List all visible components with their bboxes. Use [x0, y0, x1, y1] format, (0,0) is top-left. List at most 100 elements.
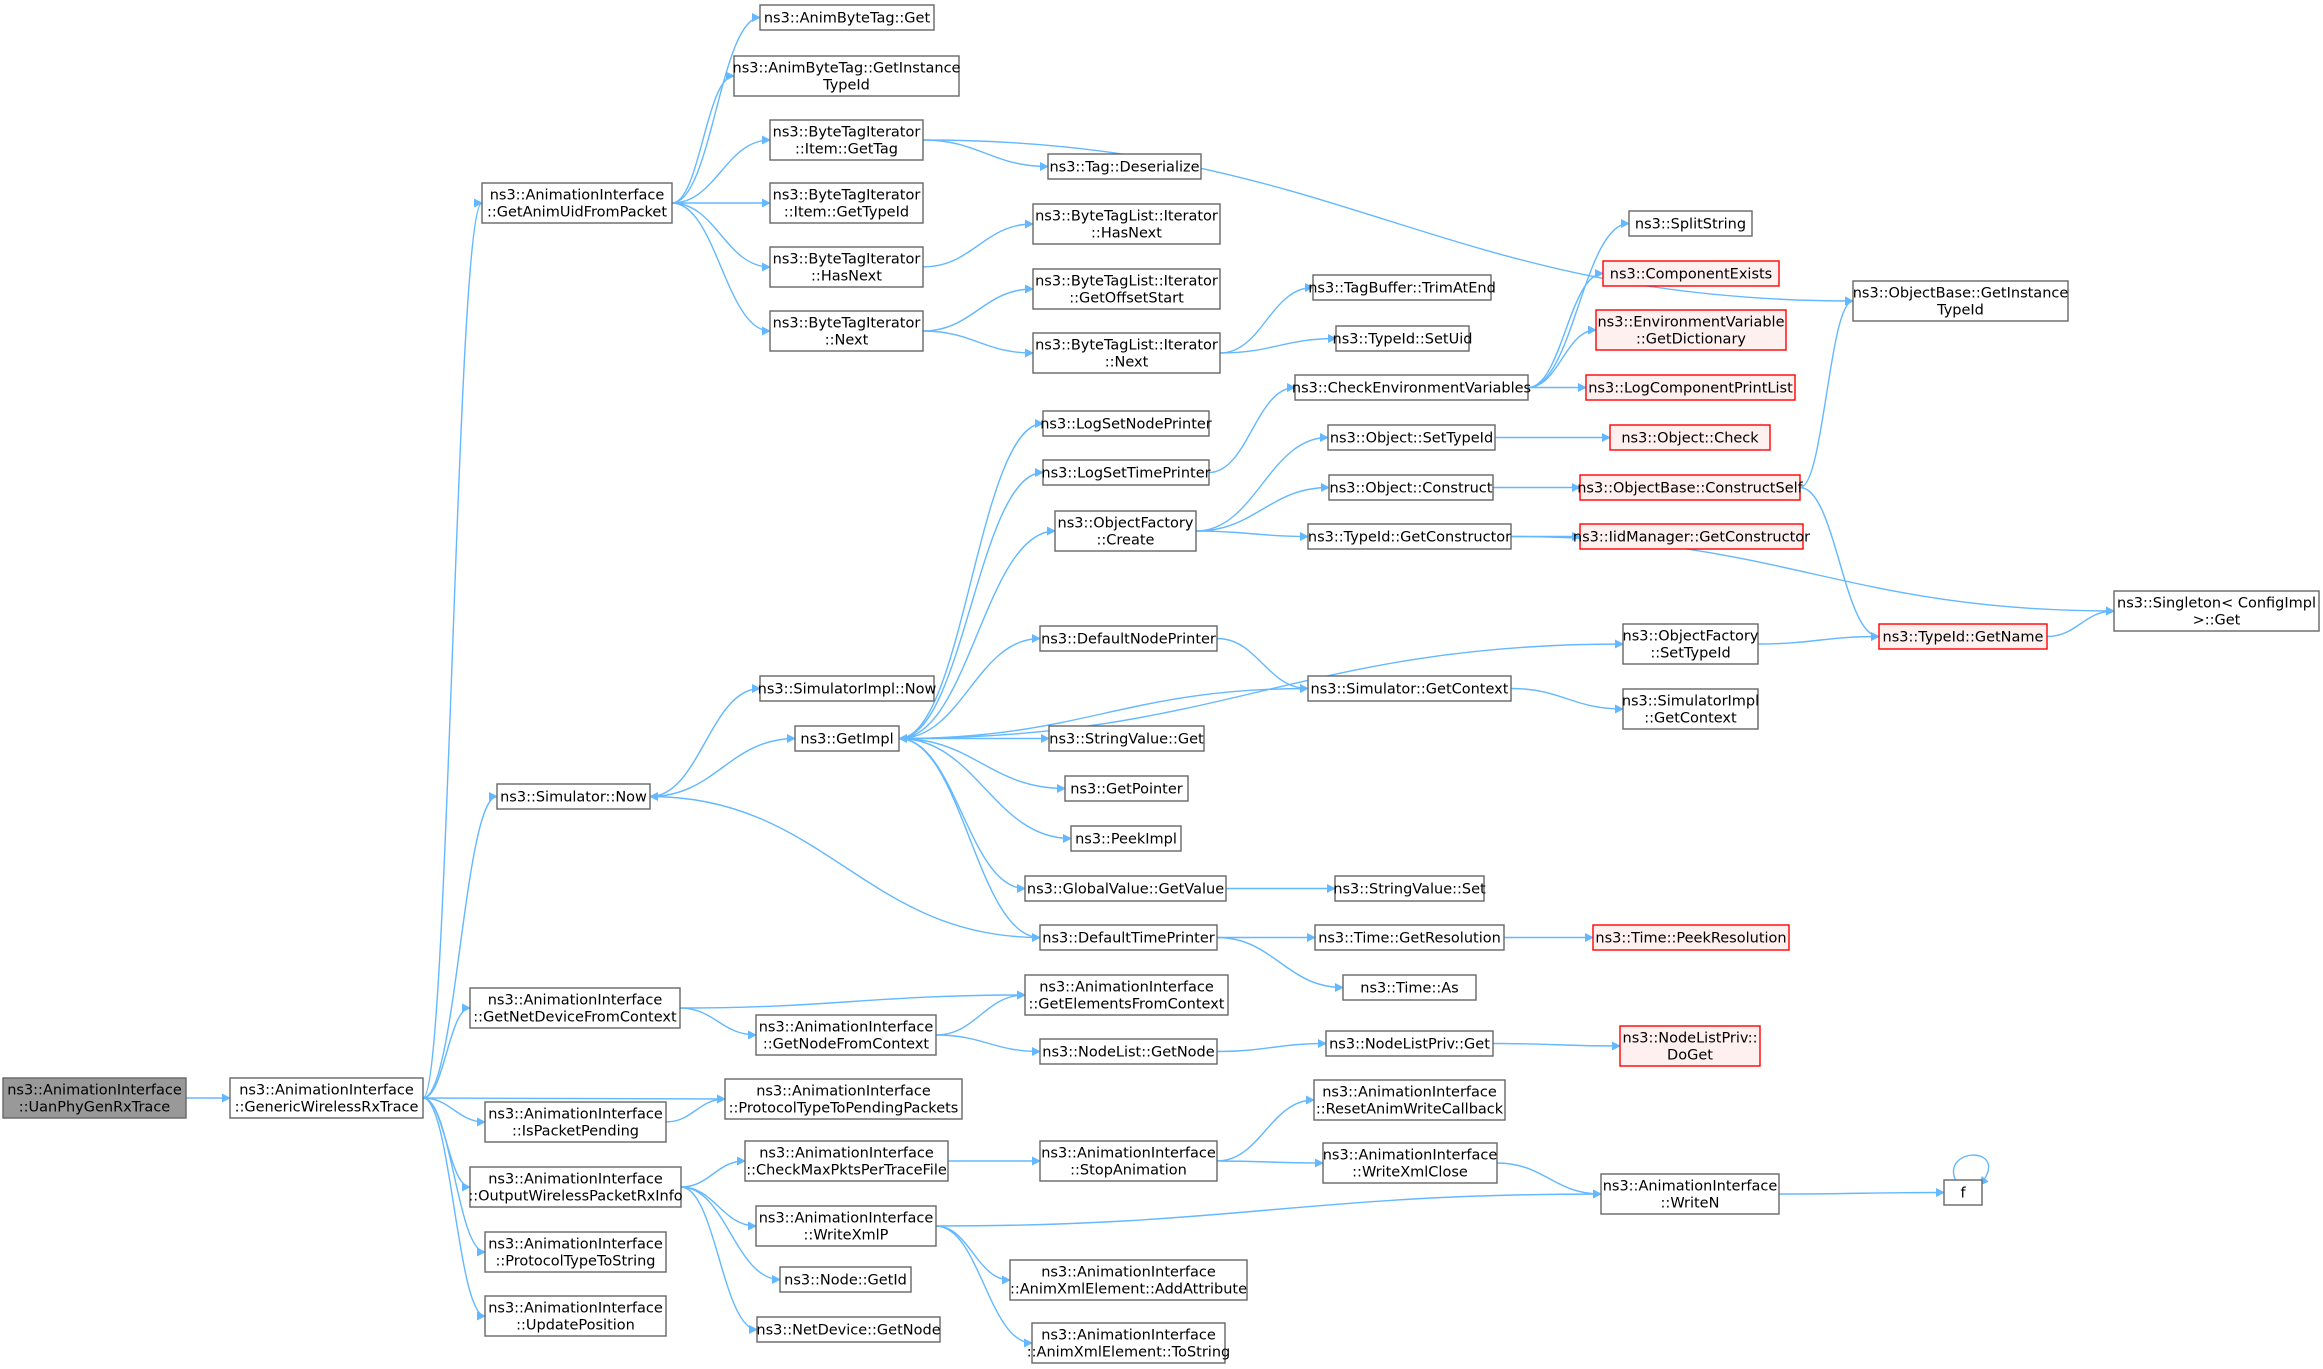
function-node-ns3-animationinterface-getanimuidfrompacket[interactable]: ns3::AnimationInterface::GetAnimUidFromP…: [481, 182, 673, 224]
function-node-ns3-simulator-now[interactable]: ns3::Simulator::Now: [496, 783, 651, 810]
function-node-ns3-defaulttimeprinter[interactable]: ns3::DefaultTimePrinter: [1039, 924, 1218, 951]
node-box: [1628, 210, 1753, 237]
call-edge-obcself-to-tidgetname: [1799, 486, 1880, 641]
node-box: [724, 1078, 963, 1120]
call-edge-gwrt-to-ptpp: [422, 1094, 726, 1104]
node-label-line: ns3::Simulator::GetContext: [1311, 682, 1509, 698]
function-node-ns3-typeid-setuid[interactable]: ns3::TypeId::SetUid: [1333, 325, 1473, 352]
node-label-line: ::GetElementsFromContext: [1029, 997, 1225, 1013]
node-box: [1342, 974, 1477, 1001]
function-node-ns3-singleton-configimpl-get[interactable]: ns3::Singleton< ConfigImpl>::Get: [2113, 590, 2320, 632]
function-node-ns3-animationinterface-outputwirelesspacketrxinfo[interactable]: ns3::AnimationInterface::OutputWirelessP…: [468, 1166, 683, 1208]
call-edge-btinext-to-btligos: [922, 284, 1034, 332]
function-node-ns3-animationinterface-protocoltypetostring[interactable]: ns3::AnimationInterface::ProtocolTypeToS…: [484, 1231, 667, 1273]
function-node-ns3-logsettimeprinter[interactable]: ns3::LogSetTimePrinter: [1041, 459, 1211, 486]
function-node-ns3-simulatorimpl-getcontext[interactable]: ns3::SimulatorImpl::GetContext: [1622, 688, 1759, 730]
function-node-ns3-bytetagiterator-hasnext[interactable]: ns3::ByteTagIterator::HasNext: [769, 246, 924, 288]
function-node-ns3-peekimpl[interactable]: ns3::PeekImpl: [1070, 825, 1182, 852]
node-label-line: ::CheckMaxPktsPerTraceFile: [746, 1163, 947, 1179]
function-node-ns3-animationinterface-protocoltypetopendingpackets[interactable]: ns3::AnimationInterface::ProtocolTypeToP…: [724, 1078, 963, 1120]
function-node-ns3-objectbase-constructself[interactable]: ns3::ObjectBase::ConstructSelf: [1577, 474, 1804, 501]
function-node-ns3-simulatorimpl-now[interactable]: ns3::SimulatorImpl::Now: [758, 675, 937, 702]
node-box: [1032, 332, 1221, 374]
function-node-ns3-netdevice-getnode[interactable]: ns3::NetDevice::GetNode: [756, 1316, 941, 1343]
function-node-ns3-bytetagiterator-item-gettag[interactable]: ns3::ByteTagIterator::Item::GetTag: [769, 119, 924, 161]
function-node-ns3-componentexists[interactable]: ns3::ComponentExists: [1602, 260, 1780, 287]
function-node-ns3-bytetagiterator-next[interactable]: ns3::ByteTagIterator::Next: [769, 310, 924, 352]
function-node-ns3-time-getresolution[interactable]: ns3::Time::GetResolution: [1314, 924, 1505, 951]
function-node-ns3-animationinterface-animxmlelement-addattribute[interactable]: ns3::AnimationInterface::AnimXmlElement:…: [1009, 1259, 1248, 1301]
function-node-ns3-time-as[interactable]: ns3::Time::As: [1342, 974, 1477, 1001]
function-node-ns3-animationinterface-checkmaxpktspertracefile[interactable]: ns3::AnimationInterface::CheckMaxPktsPer…: [744, 1140, 949, 1182]
function-node-ns3-tagbuffer-trimatend[interactable]: ns3::TagBuffer::TrimAtEnd: [1308, 274, 1496, 301]
function-node-ns3-checkenvironmentvariables[interactable]: ns3::CheckEnvironmentVariables: [1292, 374, 1531, 401]
function-node-ns3-bytetaglist-iterator-hasnext[interactable]: ns3::ByteTagList::Iterator::HasNext: [1032, 203, 1221, 245]
function-node-ns3-objectfactory-create[interactable]: ns3::ObjectFactory::Create: [1054, 510, 1197, 552]
node-label-line: ns3::SplitString: [1635, 217, 1746, 233]
function-node-ns3-globalvalue-getvalue[interactable]: ns3::GlobalValue::GetValue: [1024, 875, 1227, 902]
function-node-ns3-animationinterface-writexmlclose[interactable]: ns3::AnimationInterface::WriteXmlClose: [1322, 1142, 1498, 1184]
function-node-ns3-logcomponentprintlist[interactable]: ns3::LogComponentPrintList: [1585, 374, 1796, 401]
call-edge-gwrt-to-pts: [422, 1097, 486, 1257]
node-box: [1039, 1038, 1218, 1065]
function-node-ns3-simulator-getcontext[interactable]: ns3::Simulator::GetContext: [1307, 675, 1512, 702]
function-node-ns3-bytetaglist-iterator-getoffsetstart[interactable]: ns3::ByteTagList::Iterator::GetOffsetSta…: [1032, 268, 1221, 310]
function-node-ns3-typeid-getconstructor[interactable]: ns3::TypeId::GetConstructor: [1307, 523, 1512, 550]
function-node-ns3-bytetagiterator-item-gettypeid[interactable]: ns3::ByteTagIterator::Item::GetTypeId: [769, 182, 924, 224]
node-label-line: ::Item::GetTag: [795, 142, 898, 158]
function-node-ns3-animationinterface-writen[interactable]: ns3::AnimationInterface::WriteN: [1600, 1173, 1780, 1215]
function-node-ns3-object-settypeid[interactable]: ns3::Object::SetTypeId: [1327, 424, 1496, 451]
function-node-ns3-animationinterface-genericwirelessrxtrace[interactable]: ns3::AnimationInterface::GenericWireless…: [229, 1077, 424, 1119]
function-node-ns3-object-check[interactable]: ns3::Object::Check: [1609, 424, 1771, 451]
function-node-ns3-splitstring[interactable]: ns3::SplitString: [1628, 210, 1753, 237]
function-node-ns3-objectfactory-settypeid[interactable]: ns3::ObjectFactory::SetTypeId: [1622, 623, 1759, 665]
node-box: [1579, 474, 1801, 501]
function-node-ns3-stringvalue-set[interactable]: ns3::StringValue::Set: [1333, 875, 1486, 902]
node-box: [1064, 775, 1189, 802]
function-node-ns3-typeid-getname[interactable]: ns3::TypeId::GetName: [1878, 623, 2048, 650]
function-node-ns3-nodelistpriv-get[interactable]: ns3::NodeListPriv::Get: [1325, 1030, 1494, 1057]
function-node-ns3-animationinterface-getnodefromcontext[interactable]: ns3::AnimationInterface::GetNodeFromCont…: [755, 1014, 937, 1056]
node-label-line: ::ResetAnimWriteCallback: [1316, 1102, 1504, 1118]
function-node-ns3-animationinterface-updateposition[interactable]: ns3::AnimationInterface::UpdatePosition: [484, 1295, 667, 1337]
function-node-ns3-animationinterface-ispacketpending[interactable]: ns3::AnimationInterface::IsPacketPending: [484, 1101, 667, 1143]
function-node-ns3-nodelistpriv-doget[interactable]: ns3::NodeListPriv::DoGet: [1619, 1025, 1761, 1067]
function-node-ns3-logsetnodeprinter[interactable]: ns3::LogSetNodePrinter: [1040, 410, 1212, 437]
function-node-ns3-iidmanager-getconstructor[interactable]: ns3::IidManager::GetConstructor: [1573, 523, 1810, 550]
function-node-f[interactable]: f: [1943, 1179, 1983, 1206]
function-node-ns3-time-peekresolution[interactable]: ns3::Time::PeekResolution: [1592, 924, 1790, 951]
call-edge-nlgetnode-to-nlpget: [1216, 1039, 1327, 1053]
call-edge-gauid-to-btiigt: [671, 135, 771, 204]
function-node-ns3-animationinterface-getnetdevicefromcontext[interactable]: ns3::AnimationInterface::GetNetDeviceFro…: [469, 987, 681, 1029]
node-label-line: ::StopAnimation: [1070, 1163, 1187, 1179]
node-box: [1031, 1322, 1226, 1364]
function-node-ns3-getimpl[interactable]: ns3::GetImpl: [794, 725, 900, 752]
function-node-ns3-environmentvariable-getdictionary[interactable]: ns3::EnvironmentVariable::GetDictionary: [1595, 309, 1787, 351]
function-node-ns3-node-getid[interactable]: ns3::Node::GetId: [779, 1266, 912, 1293]
function-node-ns3-animationinterface-resetanimwritecallback[interactable]: ns3::AnimationInterface::ResetAnimWriteC…: [1313, 1079, 1506, 1121]
node-label-line: ::Create: [1097, 533, 1155, 549]
function-node-ns3-animationinterface-getelementsfromcontext[interactable]: ns3::AnimationInterface::GetElementsFrom…: [1024, 974, 1229, 1016]
function-node-ns3-tag-deserialize[interactable]: ns3::Tag::Deserialize: [1047, 153, 1202, 180]
call-edge-stopanim-to-wxmlclose: [1216, 1158, 1324, 1168]
function-node-ns3-stringvalue-get[interactable]: ns3::StringValue::Get: [1048, 725, 1205, 752]
function-node-ns3-bytetaglist-iterator-next[interactable]: ns3::ByteTagList::Iterator::Next: [1032, 332, 1221, 374]
call-edge-ispp-to-ptpp: [665, 1094, 726, 1123]
function-node-ns3-object-construct[interactable]: ns3::Object::Construct: [1328, 474, 1494, 501]
node-label-line: ns3::NodeListPriv::: [1623, 1031, 1758, 1047]
call-edge-deftp-to-simnow: [649, 792, 1041, 939]
function-node-ns3-animationinterface-uanphygenrxtrace[interactable]: ns3::AnimationInterface::UanPhyGenRxTrac…: [2, 1077, 187, 1119]
function-node-ns3-animationinterface-stopanimation[interactable]: ns3::AnimationInterface::StopAnimation: [1039, 1140, 1218, 1182]
node-box: [484, 1295, 667, 1337]
function-node-ns3-animationinterface-writexmlp[interactable]: ns3::AnimationInterface::WriteXmlP: [755, 1205, 937, 1247]
function-node-ns3-animationinterface-animxmlelement-tostring[interactable]: ns3::AnimationInterface::AnimXmlElement:…: [1027, 1322, 1230, 1364]
call-edge-getimpl-to-ofsettid: [898, 639, 1624, 740]
function-node-ns3-animbytetag-get[interactable]: ns3::AnimByteTag::Get: [759, 4, 935, 31]
function-node-ns3-defaultnodeprinter[interactable]: ns3::DefaultNodePrinter: [1039, 625, 1218, 652]
node-label-line: TypeId: [822, 78, 870, 94]
function-node-ns3-getpointer[interactable]: ns3::GetPointer: [1064, 775, 1189, 802]
function-node-ns3-nodelist-getnode[interactable]: ns3::NodeList::GetNode: [1039, 1038, 1218, 1065]
node-box: [484, 1231, 667, 1273]
